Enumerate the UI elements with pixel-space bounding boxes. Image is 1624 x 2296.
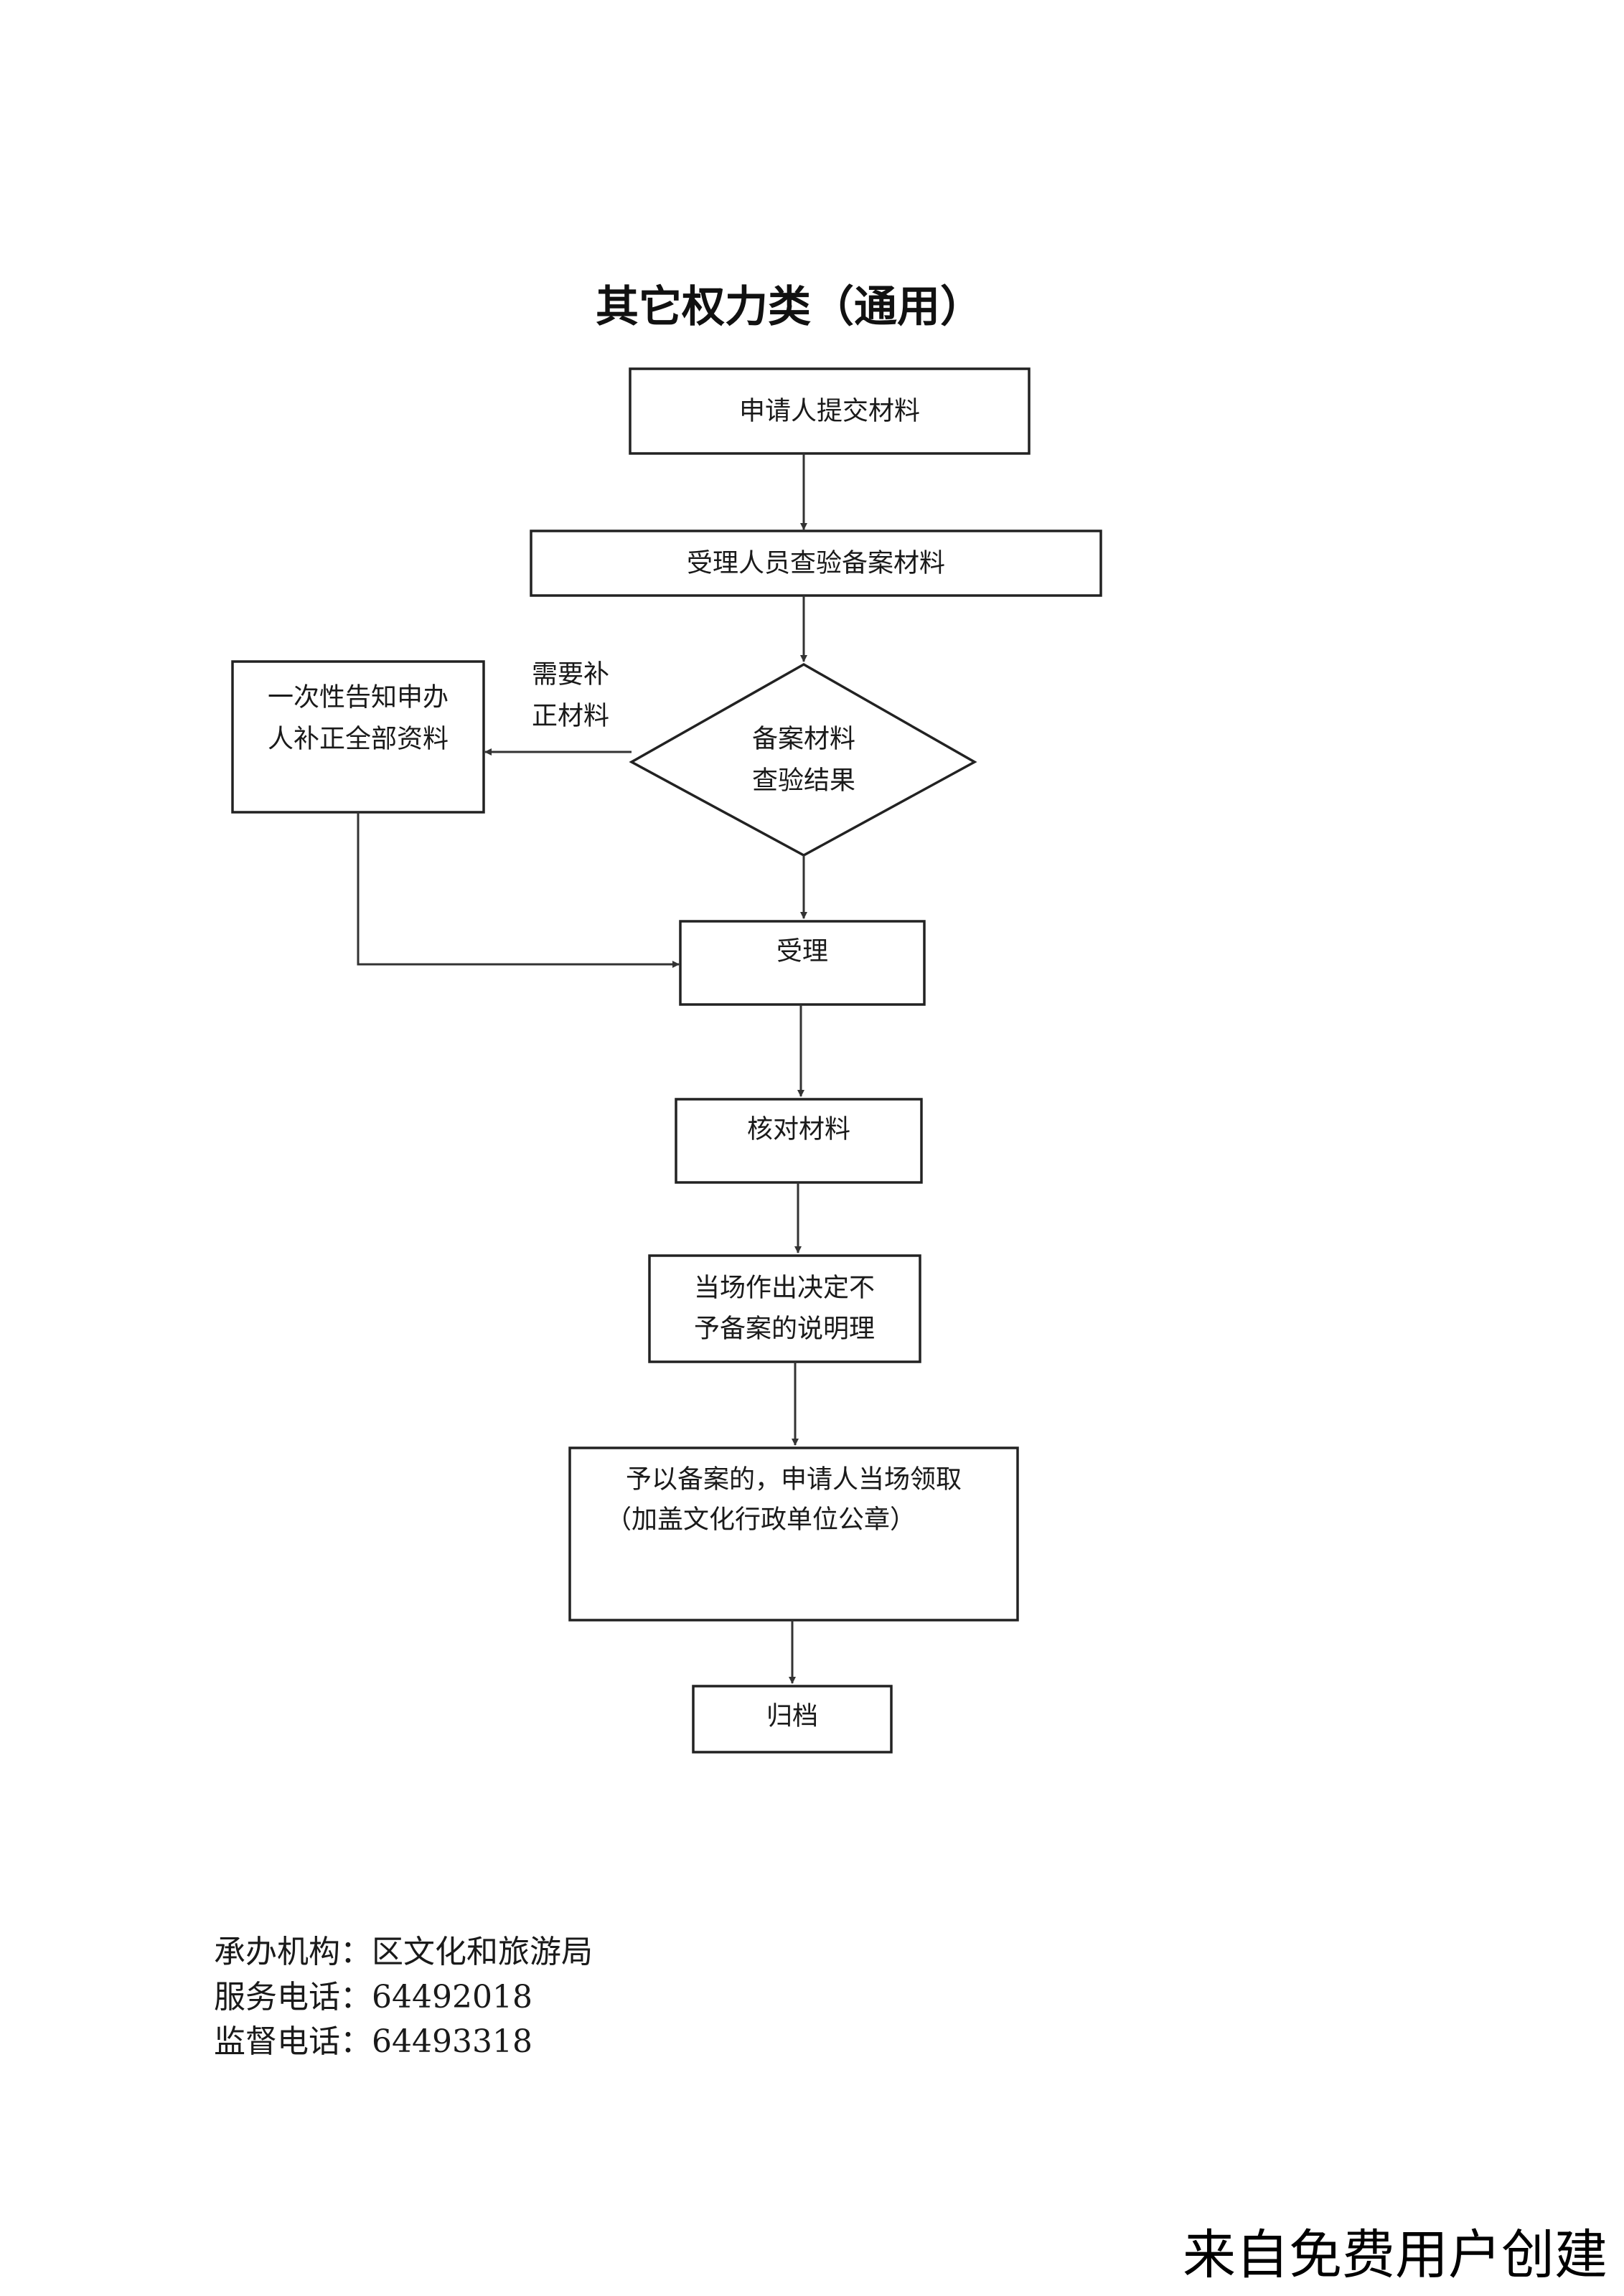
node-submit-materials: 申请人提交材料 <box>629 367 1031 455</box>
node-verify-materials: 核对材料 <box>675 1098 923 1184</box>
node-grant-filing-line-1: 予以备案的，申请人当场领取 <box>626 1465 962 1495</box>
node-archive-label: 归档 <box>766 1702 818 1731</box>
node-notify-supplement: 一次性告知申办 人补正全部资料 <box>231 660 485 814</box>
node-refuse-filing: 当场作出决定不 予备案的说明理 <box>648 1254 921 1363</box>
edge-notify-to-accept <box>357 812 680 968</box>
node-refuse-filing-line-1: 当场作出决定不 <box>694 1274 875 1303</box>
decision-label-line-1: 备案材料 <box>752 725 855 754</box>
node-archive: 归档 <box>692 1685 893 1754</box>
node-notify-supplement-line-1: 一次性告知申办 <box>268 683 449 712</box>
footer-organizer: 承办机构：区文化和旅游局 <box>214 1934 593 1970</box>
node-inspect-materials-label: 受理人员查验备案材料 <box>687 549 945 578</box>
edge-label-need-supplement-line-2: 正材料 <box>532 702 609 731</box>
diagram-title: 其它权力类（通用） <box>596 282 983 332</box>
node-grant-filing: 予以备案的，申请人当场领取 （加盖文化行政单位公章） <box>568 1446 1019 1622</box>
node-accept: 受理 <box>679 920 926 1006</box>
node-accept-label: 受理 <box>776 937 828 966</box>
node-inspect-materials: 受理人员查验备案材料 <box>530 530 1102 597</box>
node-submit-materials-label: 申请人提交材料 <box>739 397 920 426</box>
node-verify-materials-label: 核对材料 <box>747 1115 850 1144</box>
decision-label-line-2: 查验结果 <box>752 766 855 796</box>
edge-label-need-supplement-line-1: 需要补 <box>532 660 609 690</box>
node-refuse-filing-line-2: 予备案的说明理 <box>694 1314 875 1344</box>
footer-supervision-phone: 监督电话：64493318 <box>214 2023 532 2060</box>
node-decision-inspection-result: 备案材料 查验结果 <box>629 662 977 857</box>
node-notify-supplement-line-2: 人补正全部资料 <box>268 725 449 754</box>
watermark-label: 来自免费用户创建 <box>1183 2224 1607 2286</box>
node-grant-filing-line-2: （加盖文化行政单位公章） <box>606 1505 916 1535</box>
footer-service-phone: 服务电话：64492018 <box>214 1979 532 2015</box>
